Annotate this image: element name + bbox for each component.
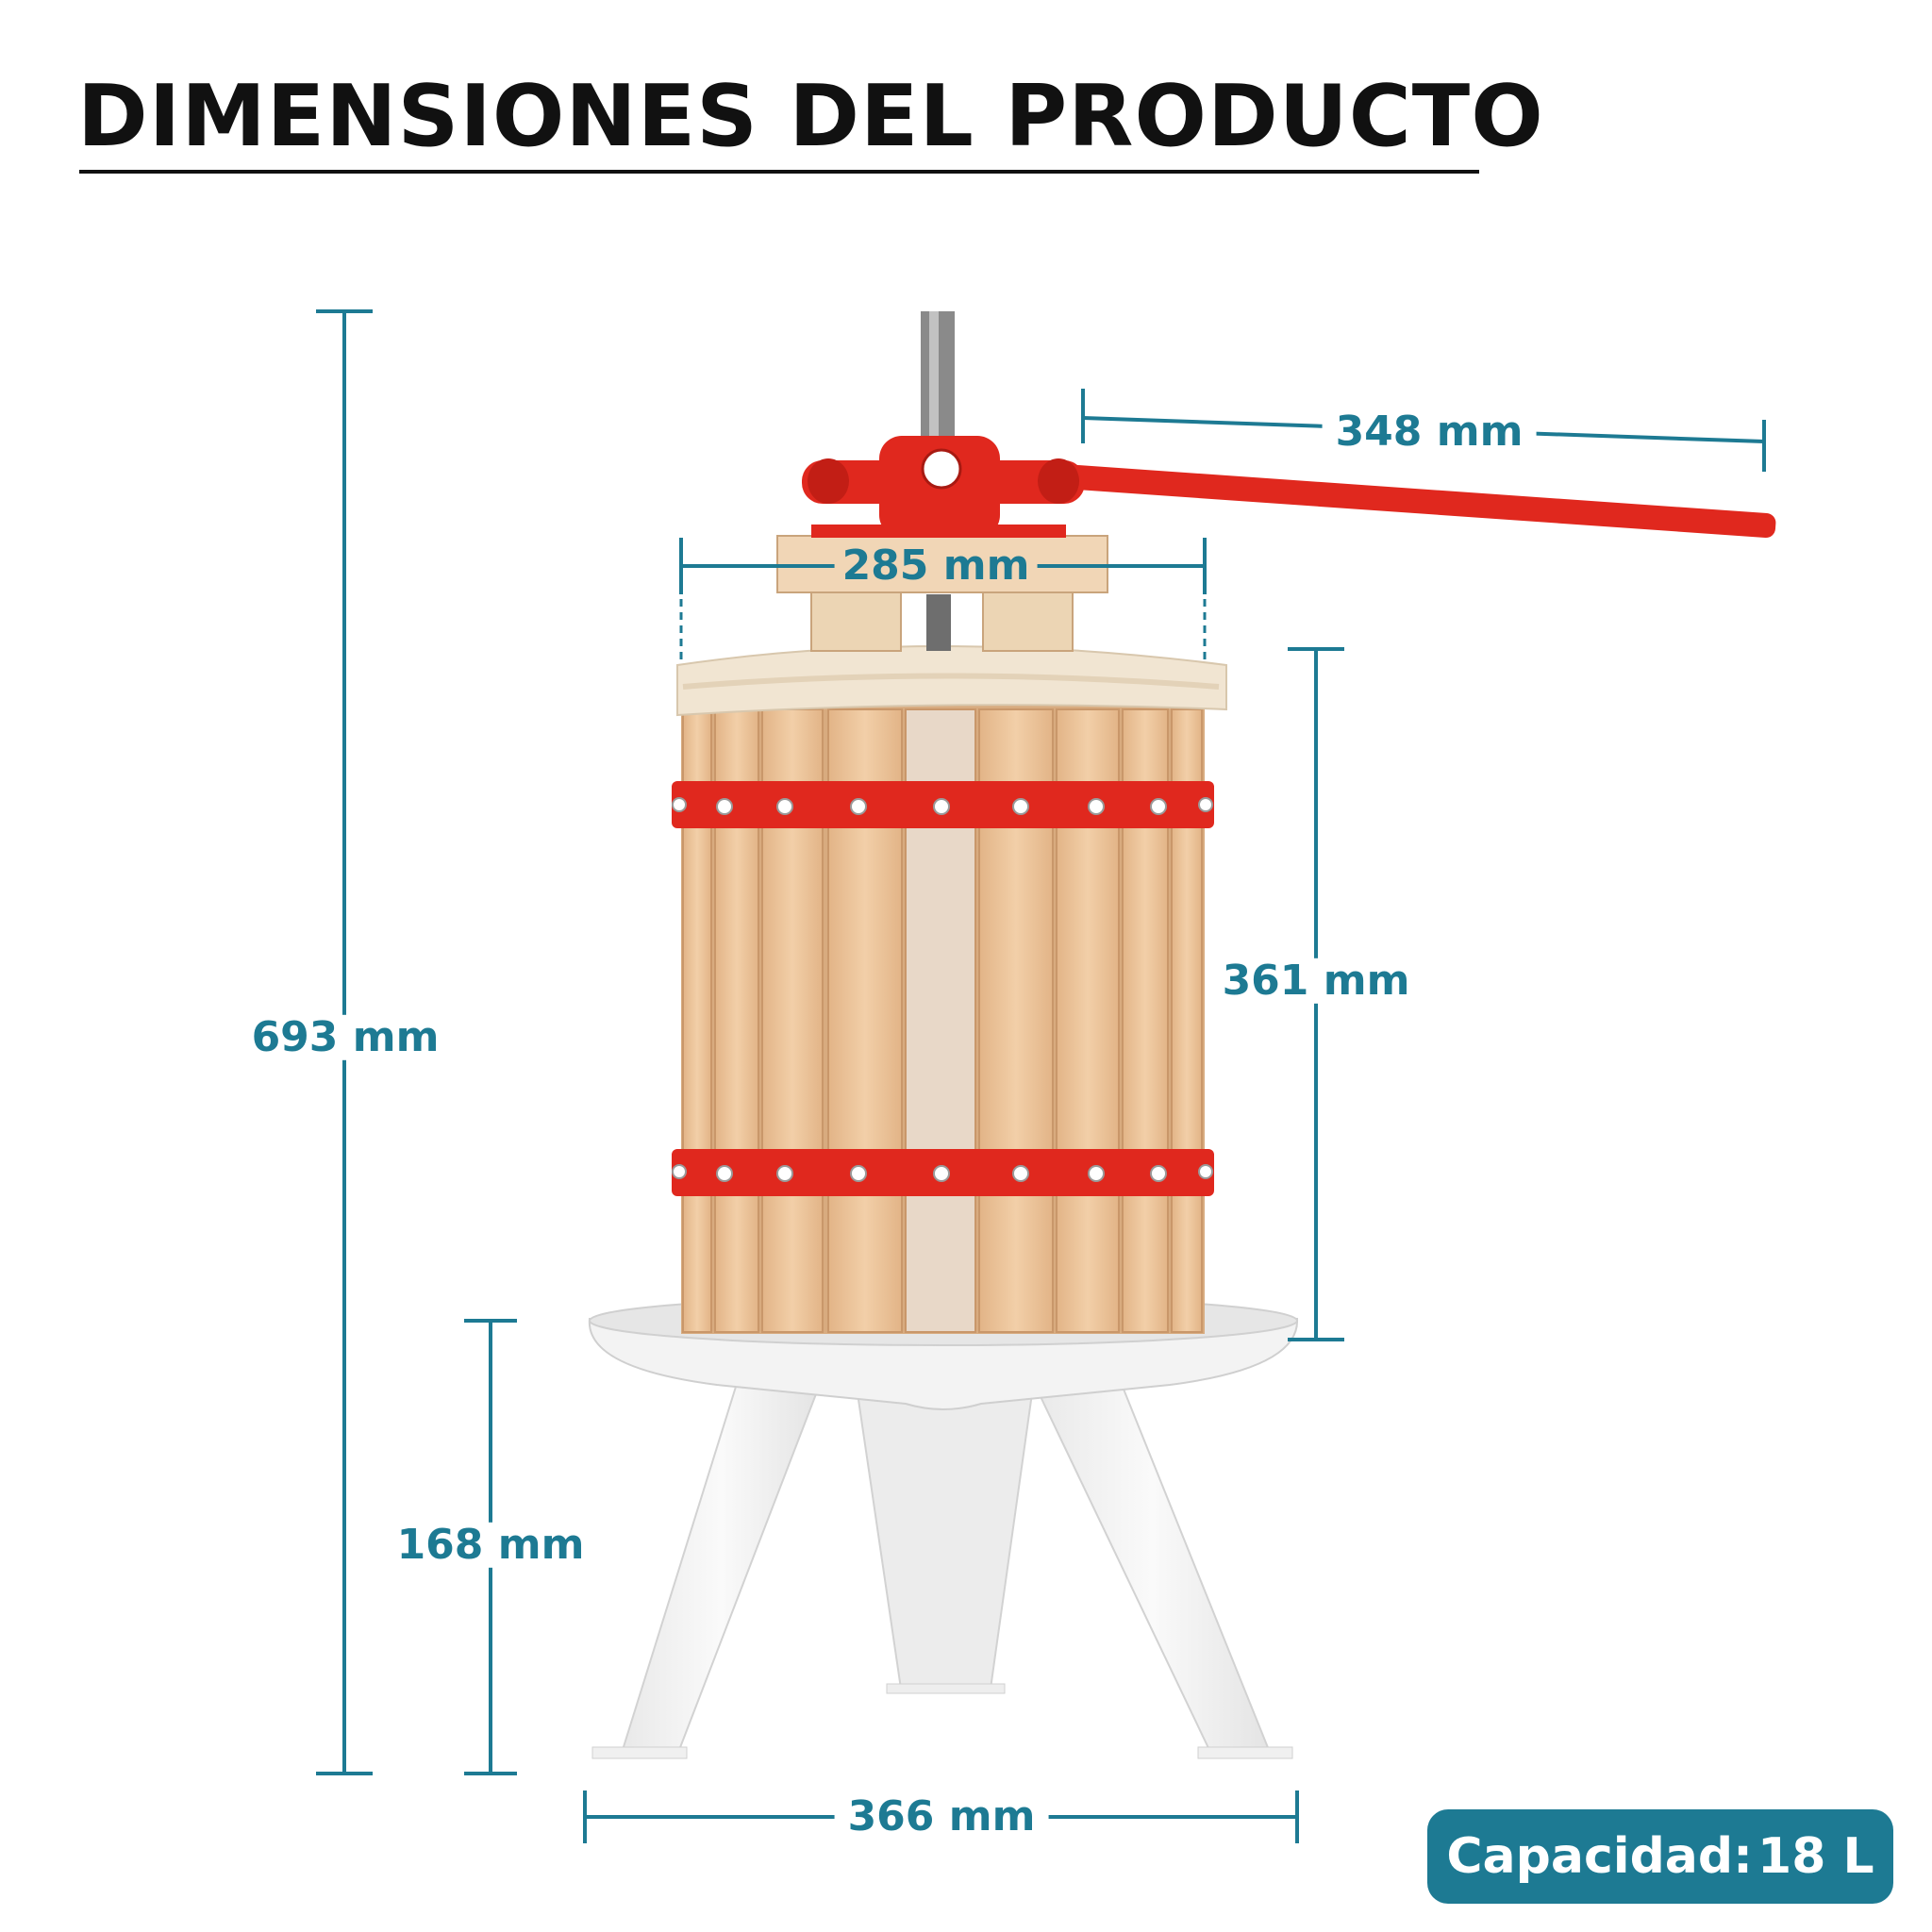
handle-length-label: 348 mm bbox=[1322, 408, 1537, 456]
barrel-bands bbox=[672, 781, 1214, 1196]
capacity-badge: Capacidad: 18 L bbox=[1427, 1809, 1893, 1904]
title-underline bbox=[79, 170, 1479, 174]
base-width-label: 366 mm bbox=[834, 1793, 1049, 1840]
top-width-label: 285 mm bbox=[834, 542, 1038, 590]
total-height-label: 693 mm bbox=[238, 1014, 453, 1061]
capacity-label: Capacidad: bbox=[1446, 1828, 1753, 1885]
leg-height-label: 168 mm bbox=[383, 1522, 598, 1569]
page-title: DIMENSIONES DEL PRODUCTO bbox=[77, 67, 1544, 166]
mesh-bag bbox=[676, 645, 1227, 717]
press-legs bbox=[591, 1386, 1293, 1759]
barrel-height-label: 361 mm bbox=[1208, 958, 1424, 1005]
ratchet-handle bbox=[802, 436, 1776, 539]
capacity-value: 18 L bbox=[1757, 1828, 1874, 1885]
